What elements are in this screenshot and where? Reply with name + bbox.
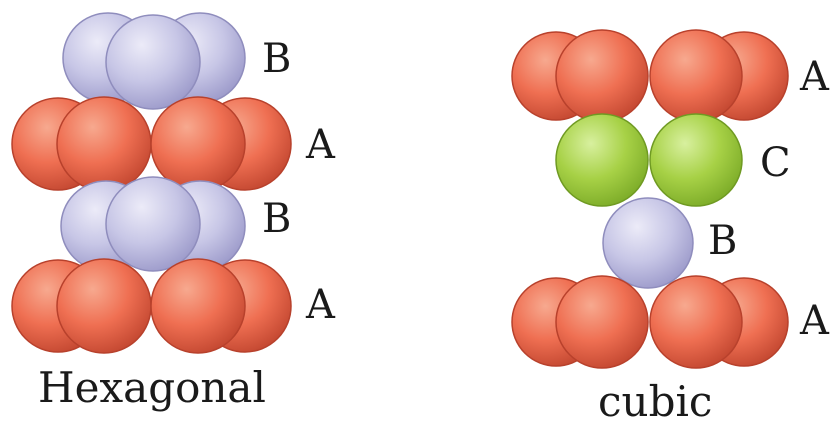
sphere-a (649, 275, 743, 369)
sphere-a (555, 275, 649, 369)
hexagonal-stack: B A B A Hexagonal (11, 12, 336, 412)
hex-layer-b-top (62, 12, 246, 110)
sphere-a (56, 96, 152, 192)
sphere-b (602, 197, 694, 289)
cubic-caption: cubic (598, 377, 712, 426)
hex-layer-b-middle (60, 176, 246, 272)
cubic-layer-a-top (511, 29, 789, 123)
sphere-c (649, 113, 743, 207)
sphere-a (649, 29, 743, 123)
sphere-c (555, 113, 649, 207)
sphere-b (105, 14, 201, 110)
cubic-layer-c (555, 113, 743, 207)
hex-label-layer-4: A (305, 282, 336, 328)
hex-layer-a-lower (11, 258, 292, 354)
sphere-a (150, 258, 246, 354)
cubic-layer-b (602, 197, 694, 289)
sphere-a (150, 96, 246, 192)
cubic-stack: A C B A cubic (511, 29, 830, 426)
sphere-a (555, 29, 649, 123)
cubic-layer-a-bottom (511, 275, 789, 369)
cubic-label-layer-4: A (799, 298, 830, 344)
hex-label-layer-2: A (305, 122, 336, 168)
cubic-label-layer-2: C (760, 140, 791, 186)
cubic-label-layer-3: B (708, 218, 737, 264)
hex-layer-a-upper (11, 96, 292, 192)
hex-label-layer-3: B (262, 196, 291, 242)
hex-caption: Hexagonal (38, 363, 266, 412)
sphere-b (105, 176, 201, 272)
sphere-a (56, 258, 152, 354)
cubic-label-layer-1: A (799, 54, 830, 100)
hex-label-layer-1: B (262, 36, 291, 82)
